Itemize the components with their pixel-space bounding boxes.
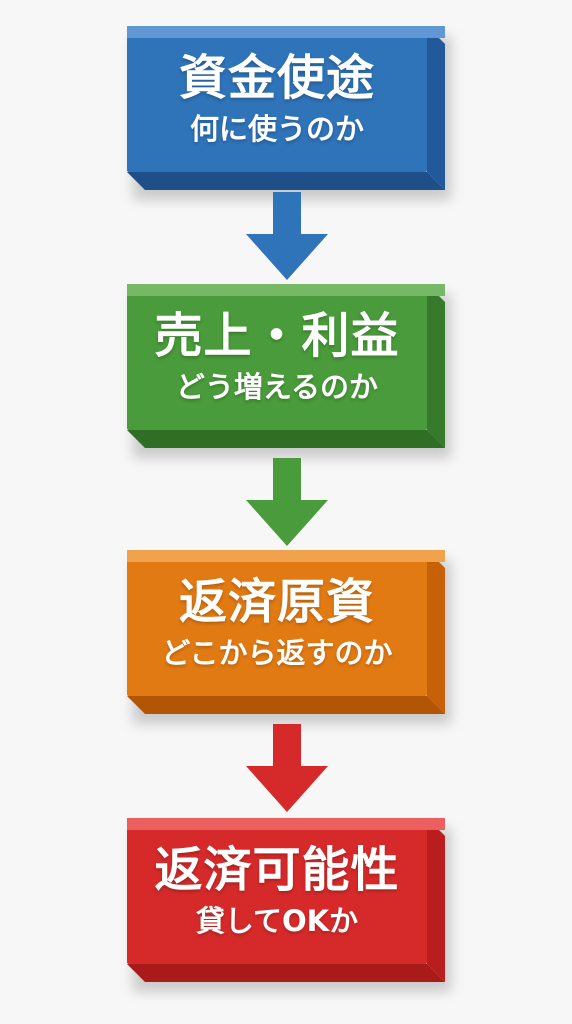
step-face	[127, 284, 427, 430]
step-top	[127, 550, 445, 562]
step-content: 資金使途 何に使うのか	[127, 26, 427, 172]
step-subtitle: どこから返すのか	[161, 636, 393, 671]
step-face	[127, 550, 427, 696]
step-face	[127, 26, 427, 172]
step-side	[427, 26, 445, 190]
red-down-arrow-shape	[246, 724, 328, 812]
red-down-arrow	[246, 724, 328, 812]
step-sales-profit: 売上・利益 どう増えるのか	[127, 284, 451, 458]
step-bottom	[127, 696, 445, 714]
step-side	[427, 284, 445, 448]
step-repayment-source: 返済原資 どこから返すのか	[127, 550, 451, 724]
step-subtitle: 貸してOKか	[195, 904, 359, 939]
step-top	[127, 284, 445, 296]
step-subtitle: どう増えるのか	[175, 370, 379, 405]
step-top	[127, 818, 445, 830]
step-top	[127, 26, 445, 38]
step-content: 売上・利益 どう増えるのか	[127, 284, 427, 430]
step-title: 売上・利益	[154, 307, 400, 364]
step-title: 返済可能性	[154, 841, 400, 898]
step-subtitle: 何に使うのか	[189, 112, 364, 147]
step-side	[427, 818, 445, 982]
step-bottom	[127, 430, 445, 448]
step-title: 資金使途	[178, 49, 375, 106]
step-title: 返済原資	[178, 573, 375, 630]
green-down-arrow	[246, 458, 328, 546]
blue-down-arrow	[246, 192, 328, 280]
step-content: 返済可能性 貸してOKか	[127, 818, 427, 964]
step-content: 返済原資 どこから返すのか	[127, 550, 427, 696]
blue-down-arrow-shape	[246, 192, 328, 280]
step-face	[127, 818, 427, 964]
green-down-arrow-shape	[246, 458, 328, 546]
step-bottom	[127, 964, 445, 982]
step-repayment-feasibility: 返済可能性 貸してOKか	[127, 818, 451, 992]
step-bottom	[127, 172, 445, 190]
step-side	[427, 550, 445, 714]
step-fund-usage: 資金使途 何に使うのか	[127, 26, 451, 200]
